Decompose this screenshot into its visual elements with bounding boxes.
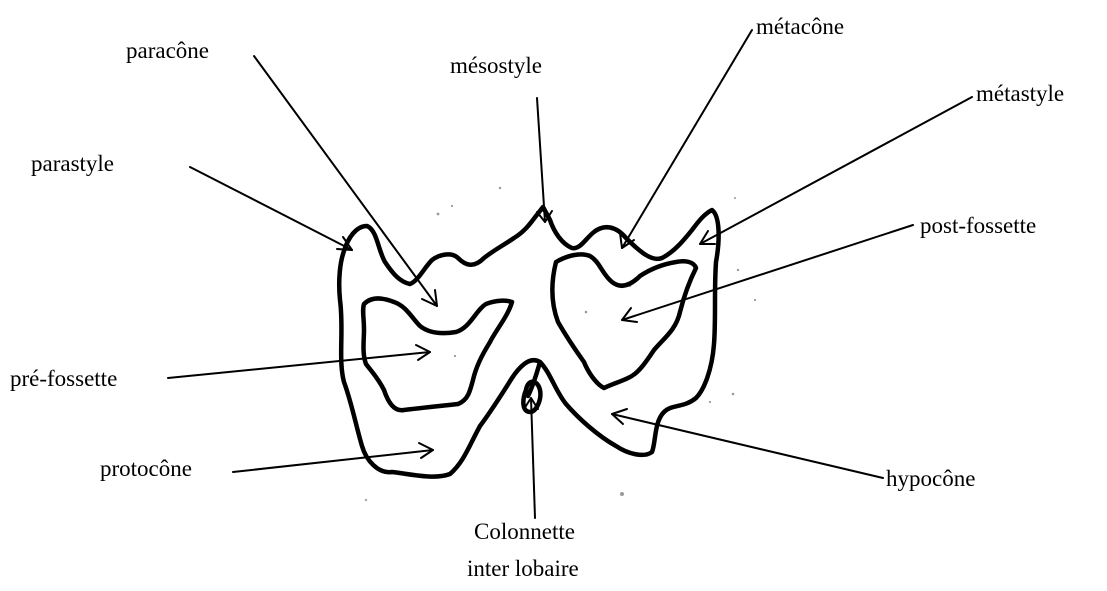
label-post-fossette: post-fossette (920, 213, 1036, 238)
label-metastyle: métastyle (976, 81, 1064, 106)
label-mesostyle: mésostyle (450, 53, 542, 78)
leader-paracone (254, 56, 437, 306)
leader-parastyle (190, 167, 352, 250)
label-pre-fossette: pré-fossette (10, 366, 117, 391)
leader-colonnette (524, 398, 538, 518)
label-colonnette-line1: Colonnette (474, 519, 575, 544)
leader-metacone (620, 30, 752, 248)
leader-protocone (233, 443, 433, 472)
label-parastyle: parastyle (31, 151, 114, 176)
leader-pre-fossette (168, 345, 430, 378)
label-paracone: paracône (126, 38, 209, 63)
leader-mesostyle (537, 98, 552, 222)
background-specks (365, 187, 756, 501)
pre-fossette-outline (363, 299, 512, 411)
label-metacone: métacône (756, 14, 844, 39)
label-hypocone: hypocône (886, 466, 975, 491)
leader-post-fossette (622, 225, 913, 322)
label-protocone: protocône (100, 456, 192, 481)
label-colonnette-line2: inter lobaire (467, 556, 579, 581)
